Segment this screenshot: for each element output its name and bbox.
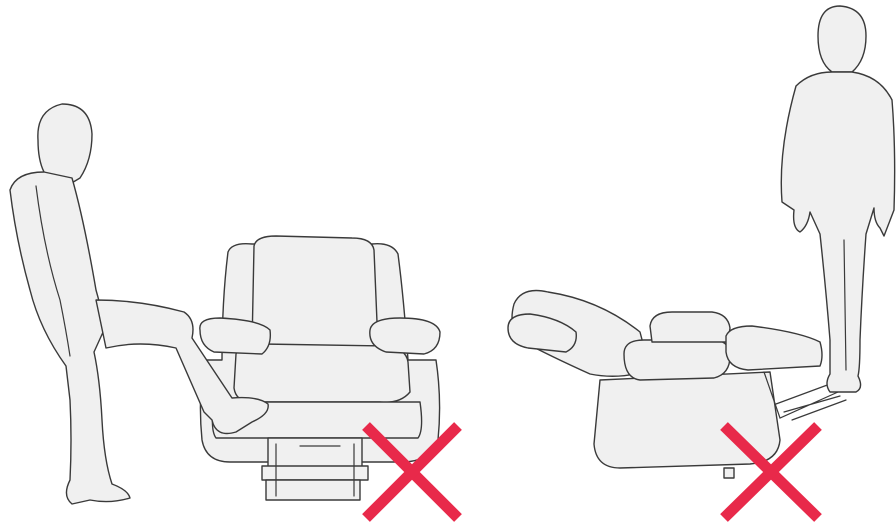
right-scene: [508, 6, 895, 518]
left-scene: [10, 104, 458, 518]
